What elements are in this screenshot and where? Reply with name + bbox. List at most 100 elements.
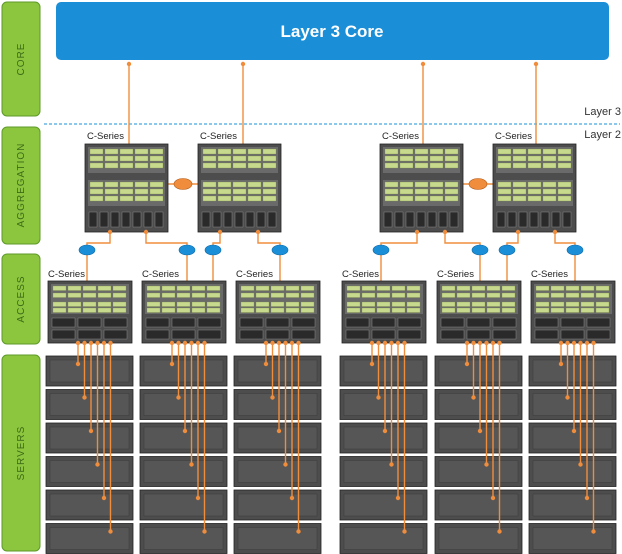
port-module: [557, 181, 572, 188]
port-module: [384, 162, 399, 169]
port-module: [399, 195, 414, 202]
port-module: [255, 292, 270, 298]
fan-module: [540, 211, 550, 228]
port-module: [206, 307, 221, 313]
port-module: [406, 292, 421, 298]
port-module: [441, 292, 456, 298]
port-module: [535, 307, 550, 313]
access-switch: [436, 280, 522, 344]
link-endpoint: [395, 495, 401, 501]
port-module: [134, 181, 149, 188]
link-endpoint: [471, 395, 476, 400]
port-module: [486, 292, 501, 298]
port-module: [346, 292, 361, 298]
module-bay: [560, 317, 585, 328]
port-module: [89, 181, 104, 188]
module-bay: [103, 317, 128, 328]
fan-module: [449, 211, 459, 228]
port-module: [285, 301, 300, 307]
port-module: [262, 195, 277, 202]
port-module: [67, 307, 82, 313]
port-module: [191, 285, 206, 291]
ethernet-port-icon: [471, 244, 489, 256]
tier-core-label: CORE: [16, 43, 27, 76]
fan-module: [405, 211, 415, 228]
fan-module: [132, 211, 142, 228]
link-line: [506, 232, 519, 281]
port-module: [414, 188, 429, 195]
port-module: [232, 162, 247, 169]
port-module: [444, 162, 459, 169]
port-module: [202, 148, 217, 155]
port-module: [527, 195, 542, 202]
aggregation-switch: [379, 143, 464, 233]
server-bezel: [49, 426, 130, 450]
port-module: [89, 148, 104, 155]
tier-access-box: [1, 253, 41, 345]
link-endpoint: [202, 340, 207, 346]
port-module: [429, 188, 444, 195]
port-module: [441, 307, 456, 313]
port-module: [247, 162, 262, 169]
switch-label: C-Series: [200, 131, 237, 142]
server-bezel: [49, 460, 130, 483]
server-rack: [339, 355, 428, 554]
server-bezel: [438, 393, 519, 416]
port-module: [384, 148, 399, 155]
switch-label: C-Series: [236, 269, 273, 280]
switch-label: C-Series: [531, 269, 568, 280]
ethernet-port-icon: [204, 244, 222, 256]
port-module: [542, 188, 557, 195]
module-bay: [560, 329, 585, 340]
port-module: [346, 285, 361, 291]
port-module: [104, 181, 119, 188]
link-endpoint: [477, 428, 483, 434]
ethernet-port-icon: [78, 244, 96, 256]
port-module: [429, 148, 444, 155]
fan-module: [383, 211, 393, 228]
port-module: [456, 307, 471, 313]
link-line: [380, 232, 418, 281]
module-bay: [586, 329, 611, 340]
link-endpoint: [283, 462, 288, 467]
link-endpoint: [189, 340, 194, 346]
link-endpoint: [88, 340, 94, 346]
tier-labels: CORE AGGREGATION ACCESS SERVERS: [1, 1, 41, 552]
switch-label: C-Series: [87, 131, 124, 142]
module-bay: [492, 329, 517, 340]
module-bay: [77, 317, 102, 328]
link-endpoint: [101, 495, 107, 501]
port-module: [67, 285, 82, 291]
link-endpoint: [182, 428, 188, 434]
port-module: [255, 307, 270, 313]
port-module: [112, 301, 127, 307]
layer3-core-box: [56, 2, 609, 60]
port-module: [444, 155, 459, 162]
server-bezel: [532, 493, 613, 517]
port-module: [486, 307, 501, 313]
ethernet-port-icon: [178, 244, 196, 256]
link-endpoint: [558, 361, 564, 367]
aggregation-switch: [197, 143, 282, 233]
port-module: [580, 307, 595, 313]
link-endpoint: [490, 340, 496, 346]
overlay-layer: [75, 61, 596, 534]
port-module: [161, 307, 176, 313]
module-bay: [265, 329, 290, 340]
link-endpoint: [484, 340, 489, 346]
port-module: [149, 181, 164, 188]
port-module: [104, 195, 119, 202]
port-module: [176, 285, 191, 291]
link-endpoint: [477, 340, 483, 346]
server-rack: [139, 355, 228, 554]
link-endpoint: [101, 340, 107, 346]
tier-core-box: [1, 1, 41, 117]
port-module: [565, 301, 580, 307]
link-endpoint: [484, 462, 489, 467]
fan-module: [562, 211, 572, 228]
port-module: [346, 307, 361, 313]
port-module: [535, 285, 550, 291]
port-module: [247, 148, 262, 155]
port-module: [232, 148, 247, 155]
module-bay: [440, 317, 465, 328]
